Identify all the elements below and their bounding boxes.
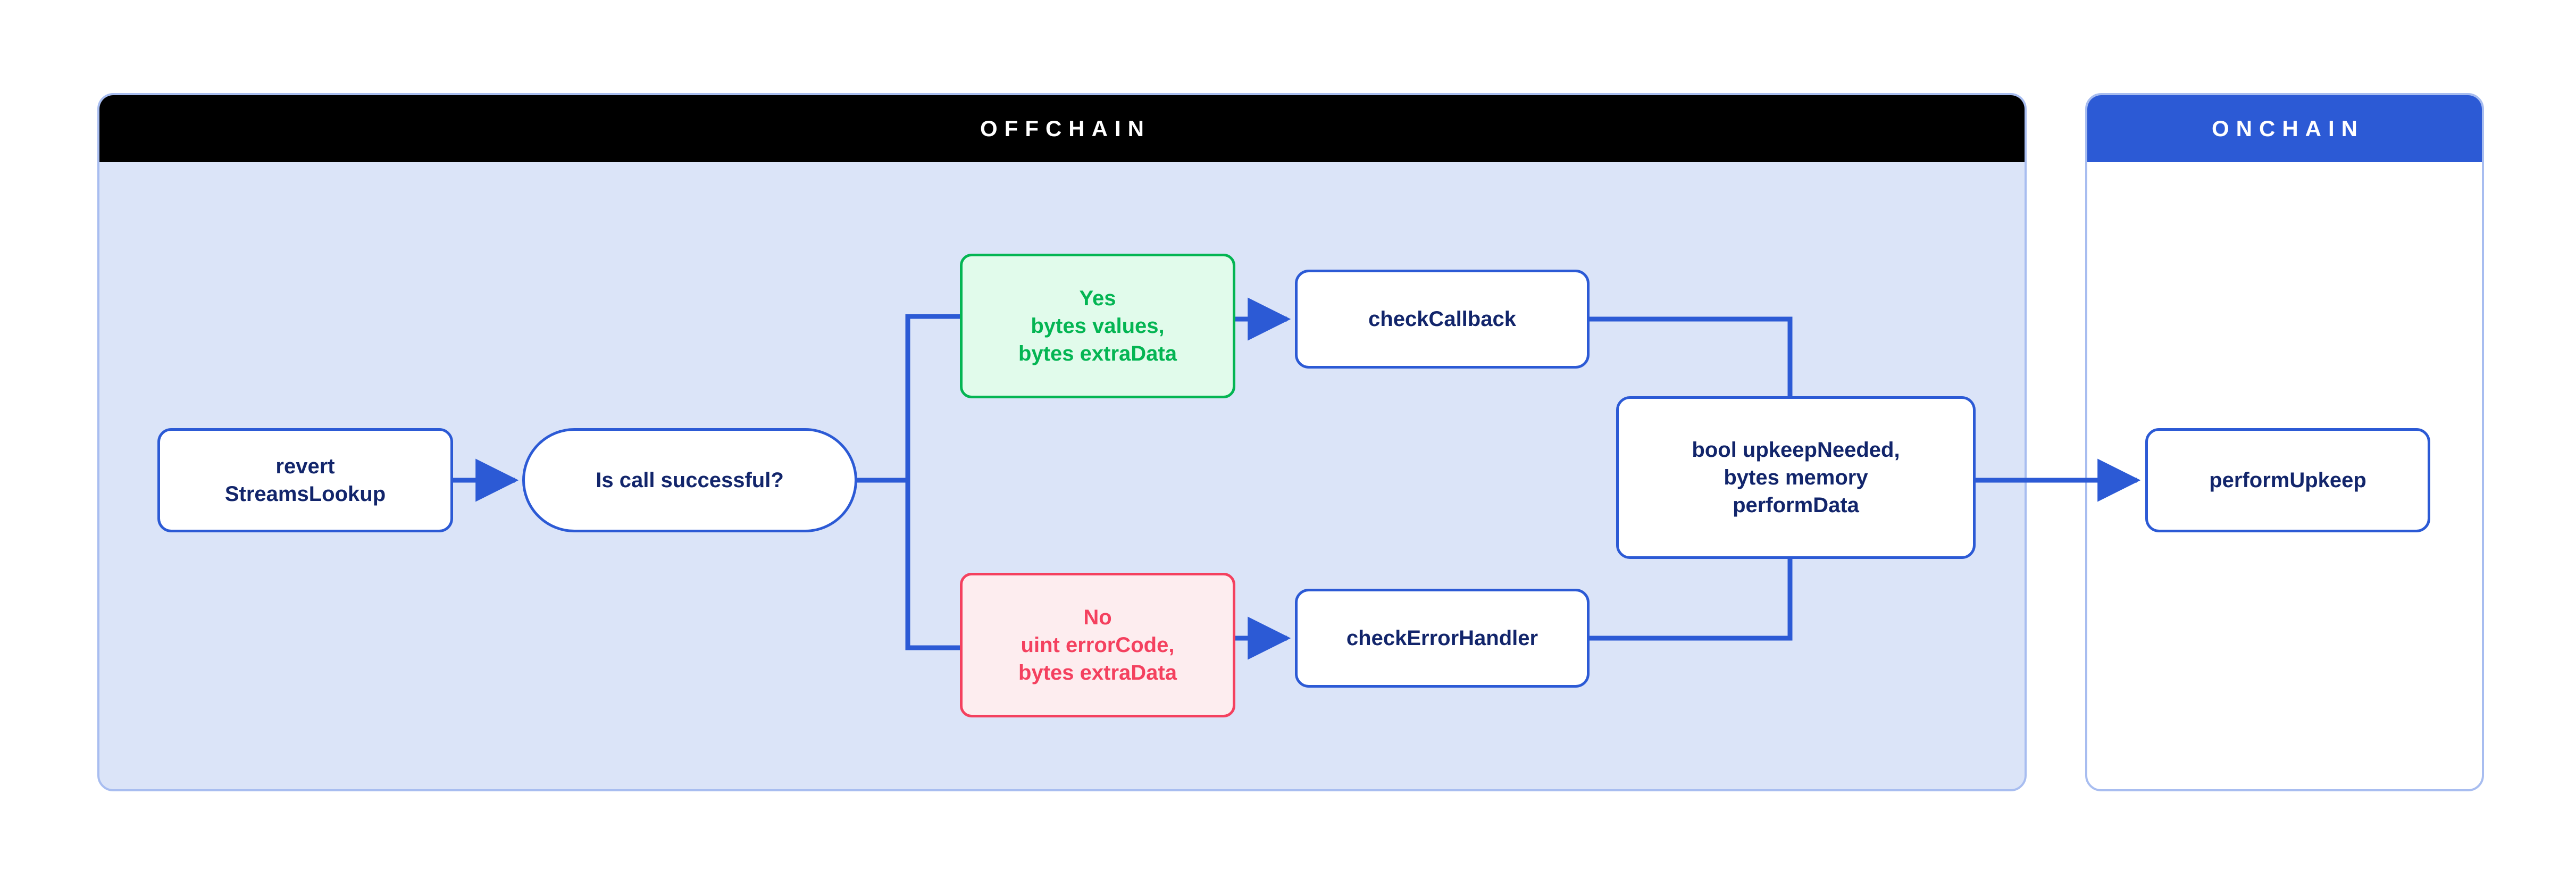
offchain-panel-header: OFFCHAIN xyxy=(99,95,2025,162)
node-check-error-handler[interactable]: checkErrorHandler xyxy=(1295,589,1590,688)
node-is-call-successful[interactable]: Is call successful? xyxy=(522,428,857,532)
node-revert-streamslookup[interactable]: revert StreamsLookup xyxy=(157,428,453,532)
node-yes-branch[interactable]: Yes bytes values, bytes extraData xyxy=(960,254,1235,398)
node-upkeep-result[interactable]: bool upkeepNeeded, bytes memory performD… xyxy=(1616,396,1976,559)
onchain-panel-header: ONCHAIN xyxy=(2087,95,2482,162)
node-no-branch[interactable]: No uint errorCode, bytes extraData xyxy=(960,573,1235,717)
node-perform-upkeep[interactable]: performUpkeep xyxy=(2145,428,2430,532)
node-check-callback[interactable]: checkCallback xyxy=(1295,270,1590,369)
